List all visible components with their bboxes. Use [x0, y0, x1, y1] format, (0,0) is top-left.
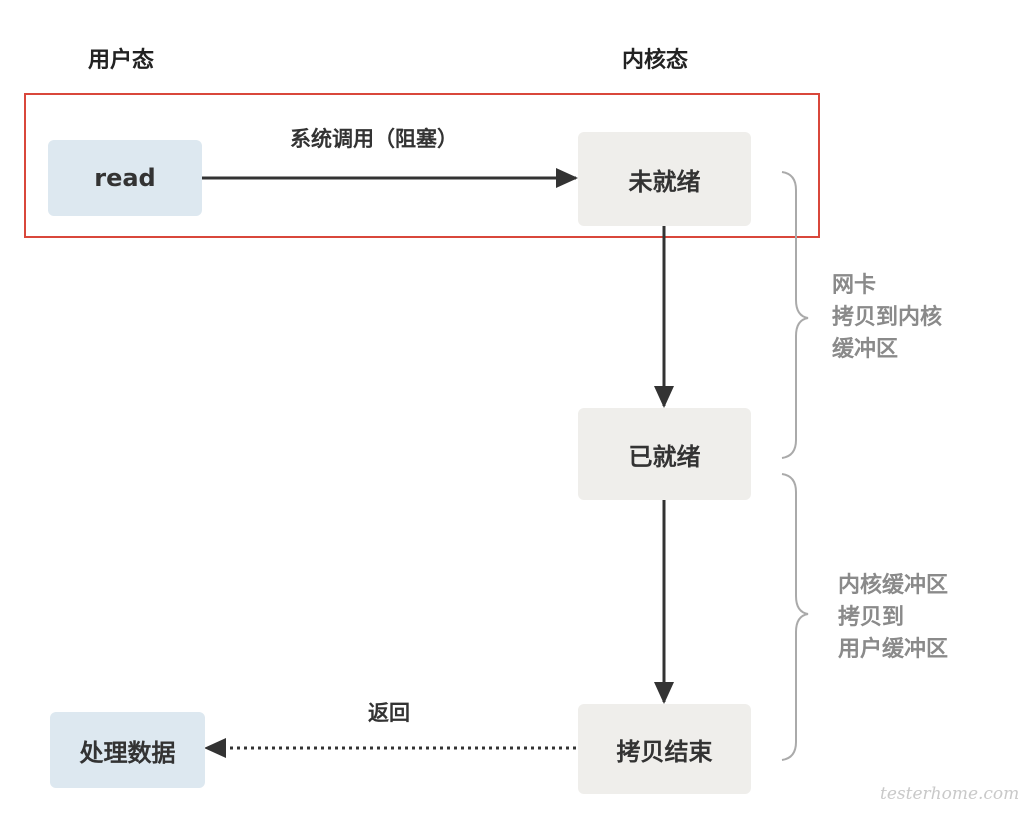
- kernel-to-user-brace: [781, 473, 809, 761]
- read-node: read: [48, 140, 202, 216]
- process-data-node: 处理数据: [50, 712, 205, 788]
- syscall-edge-label: 系统调用（阻塞）: [290, 127, 458, 151]
- nic-copy-note: 网卡 拷贝到内核 缓冲区: [832, 273, 943, 362]
- not-ready-node-label: 未就绪: [628, 167, 701, 196]
- ready-node: 已就绪: [578, 408, 751, 500]
- not-ready-node: 未就绪: [578, 132, 751, 226]
- process-data-node-label: 处理数据: [79, 738, 176, 767]
- kernel-mode-header: 内核态: [622, 48, 689, 73]
- watermark: testerhome.com: [880, 784, 1020, 804]
- read-node-label: read: [94, 164, 156, 192]
- user-mode-header: 用户态: [88, 48, 155, 73]
- ready-node-label: 已就绪: [628, 442, 701, 471]
- copy-done-node: 拷贝结束: [578, 704, 751, 794]
- kernel-to-user-note: 内核缓冲区 拷贝到 用户缓冲区: [838, 573, 949, 662]
- nic-copy-brace: [781, 171, 809, 459]
- blocking-syscall-highlight-frame: [24, 93, 820, 238]
- return-edge-label: 返回: [368, 701, 410, 725]
- copy-done-node-label: 拷贝结束: [616, 737, 713, 766]
